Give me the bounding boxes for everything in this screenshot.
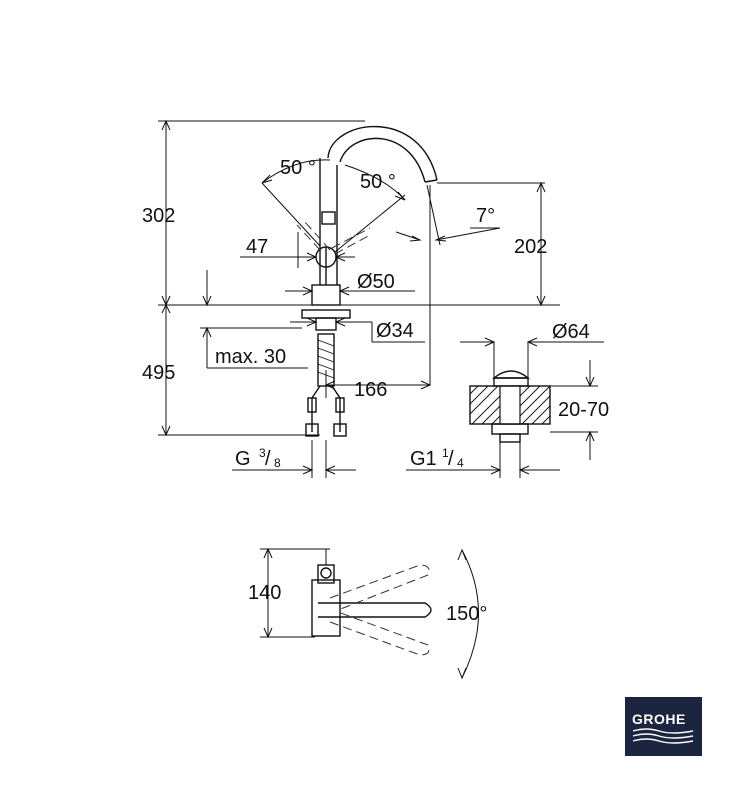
connection-right-label: G1 [410, 448, 437, 470]
waste-range-label: 20-70 [558, 399, 609, 421]
waste-front-view [406, 337, 604, 478]
connection-left-numerator: 3 [259, 446, 266, 460]
connection-left-label: G [235, 448, 251, 470]
handle-angle-right-label: 50 ° [360, 171, 396, 193]
connection-left-slash: / [265, 448, 271, 470]
shank-diameter-label: Ø34 [376, 320, 414, 342]
spout-angle-label: 7° [476, 205, 495, 227]
handle-offset-label: 47 [246, 236, 268, 258]
grohe-logo: GROHE [625, 697, 702, 756]
spout-height-label: 202 [514, 236, 547, 258]
handle-angle-left-label: 50 ° [280, 157, 316, 179]
faucet-front-view [158, 119, 560, 478]
connection-right-denominator: 4 [457, 456, 464, 470]
connection-right-numerator: 1 [442, 446, 449, 460]
faucet-top-view [260, 547, 479, 680]
base-diameter-label: Ø50 [357, 271, 395, 293]
logo-wave-icon-3 [632, 738, 694, 744]
logo-brand-text: GROHE [632, 711, 686, 727]
logo-wave-icon-2 [632, 733, 694, 739]
height-total-label: 302 [142, 205, 175, 227]
connection-right-slash: / [448, 448, 454, 470]
waste-diameter-label: Ø64 [552, 321, 590, 343]
swivel-angle-label: 150° [446, 603, 487, 625]
below-deck-label: 495 [142, 362, 175, 384]
logo-wave-icon [632, 728, 694, 734]
depth-label: 140 [248, 582, 281, 604]
reach-label: 166 [354, 379, 387, 401]
max-thickness-label: max. 30 [215, 346, 286, 368]
logo-background [625, 697, 702, 756]
connection-left-denominator: 8 [274, 456, 281, 470]
